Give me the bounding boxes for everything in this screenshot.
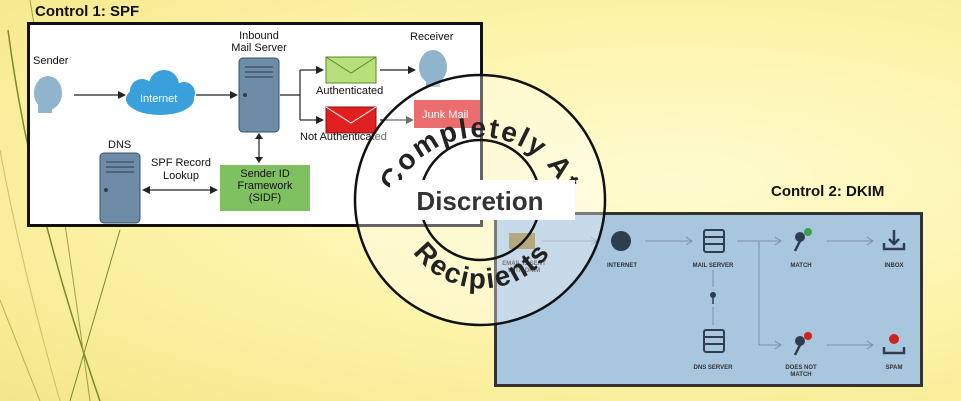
mismatch-key-icon: [793, 332, 812, 356]
match-label: MATCH: [790, 263, 812, 269]
sidf-line1: Sender ID: [240, 168, 290, 180]
receiver-label: Receiver: [410, 31, 454, 43]
mail-server-icon: [703, 229, 725, 253]
not-authenticated-envelope-icon: [325, 106, 377, 134]
dns-server-label: DNS SERVER: [693, 365, 733, 371]
authenticated-label: Authenticated: [316, 85, 384, 97]
sender-head-icon: [34, 76, 62, 113]
inbox-label: INBOX: [884, 263, 904, 269]
stamp-middle-text: Discretion: [416, 186, 543, 216]
internet-label: Internet: [140, 93, 178, 105]
does-not-match-label-2: MATCH: [790, 372, 812, 378]
spf-record-label: SPF Record: [151, 157, 211, 169]
inbox-icon: [882, 230, 906, 251]
lookup-label: Lookup: [162, 170, 200, 182]
sidf-line2: Framework: [237, 180, 293, 192]
discretion-stamp: Completely At Recipients Discretion: [353, 73, 607, 327]
authenticated-envelope-icon: [325, 56, 377, 84]
does-not-match-label-1: DOES NOT: [785, 365, 817, 371]
control1-title: Control 1: SPF: [35, 3, 140, 20]
key-icon: [710, 292, 716, 304]
junk-mail-label: Junk Mail: [422, 109, 468, 121]
email-sent-label-2: WITH DKIM: [499, 268, 549, 275]
sender-label: Sender: [33, 55, 69, 67]
match-key-icon: [793, 228, 812, 252]
spam-icon: [882, 334, 906, 355]
sidf-line3: (SIDF): [248, 192, 282, 204]
dkim-diagram: EMAIL IS SENT WITH DKIM INTERNET MAIL SE…: [494, 212, 923, 387]
not-authenticated-label: Not Authenticated: [300, 131, 387, 143]
dns-server-icon: [703, 329, 725, 353]
email-sent-label-1: EMAIL IS SENT: [499, 261, 549, 268]
globe-icon: [611, 231, 631, 251]
inbound-label: Inbound: [239, 30, 279, 42]
control2-title: Control 2: DKIM: [771, 183, 885, 200]
mail-server-label: Mail Server: [231, 42, 287, 54]
inbound-server-icon: [238, 57, 280, 133]
internet-label: INTERNET: [607, 263, 637, 269]
dns-label: DNS: [108, 139, 132, 151]
internet-cloud-icon: [126, 70, 195, 115]
sidf-box: [220, 165, 310, 211]
spam-label: SPAM: [885, 365, 903, 371]
dns-server-icon: [99, 152, 141, 224]
mail-server-label: MAIL SERVER: [692, 263, 734, 269]
